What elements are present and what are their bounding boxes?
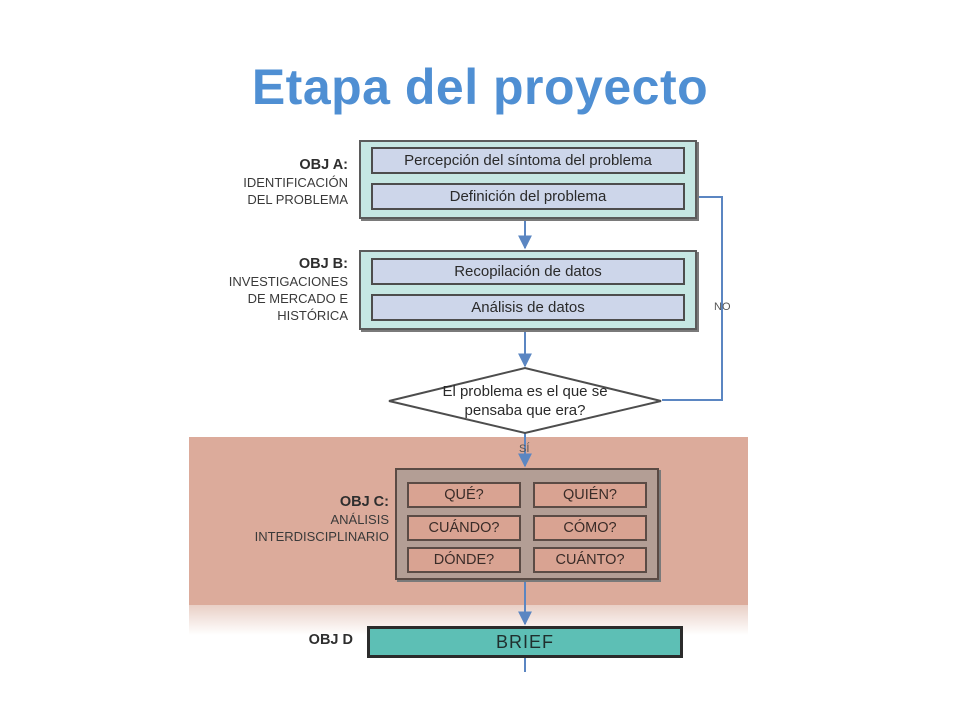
obj-c-code: OBJ C: xyxy=(339,494,389,510)
obj-a-group: Percepción del síntoma del problema Defi… xyxy=(359,140,697,219)
question-who: QUIÉN? xyxy=(533,482,647,508)
obj-d-label: OBJ D xyxy=(260,632,353,649)
question-when: CUÁNDO? xyxy=(407,515,521,541)
obj-b-line2: DE MERCADO E xyxy=(247,291,348,306)
step-definition: Definición del problema xyxy=(371,183,685,210)
question-how-much: CUÁNTO? xyxy=(533,547,647,573)
arrow-no-loop xyxy=(662,190,723,401)
obj-a-line1: IDENTIFICACIÓN xyxy=(243,175,348,190)
question-how: CÓMO? xyxy=(533,515,647,541)
step-data-analysis: Análisis de datos xyxy=(371,294,685,321)
page-title: Etapa del proyecto xyxy=(251,59,709,115)
obj-b-group: Recopilación de datos Análisis de datos xyxy=(359,250,697,330)
question-where: DÓNDE? xyxy=(407,547,521,573)
decision-diamond xyxy=(388,366,662,435)
branch-yes-label: SÍ xyxy=(519,443,530,455)
step-perception: Percepción del síntoma del problema xyxy=(371,147,685,174)
decision-question: El problema es el que se pensaba que era… xyxy=(400,382,650,420)
obj-c-label: OBJ C: ANÁLISIS INTERDISCIPLINARIO xyxy=(200,494,389,545)
obj-b-code: OBJ B: xyxy=(298,256,348,272)
obj-d-code: OBJ D xyxy=(308,632,353,648)
obj-b-line3: HISTÓRICA xyxy=(277,308,348,323)
obj-a-code: OBJ A: xyxy=(299,157,348,173)
decision-line2: pensaba que era? xyxy=(464,402,586,419)
obj-b-line1: INVESTIGACIONES xyxy=(228,274,348,289)
step-data-collection: Recopilación de datos xyxy=(371,258,685,285)
question-what: QUÉ? xyxy=(407,482,521,508)
brief-box: BRIEF xyxy=(367,626,683,658)
obj-b-label: OBJ B: INVESTIGACIONES DE MERCADO E HIST… xyxy=(180,256,348,324)
decision-line1: El problema es el que se xyxy=(442,383,608,400)
obj-c-line1: ANÁLISIS xyxy=(330,512,389,527)
obj-a-label: OBJ A: IDENTIFICACIÓN DEL PROBLEMA xyxy=(180,157,348,208)
obj-c-line2: INTERDISCIPLINARIO xyxy=(254,529,389,544)
branch-no-label: NO xyxy=(714,301,731,313)
obj-a-line2: DEL PROBLEMA xyxy=(247,192,348,207)
obj-c-group: QUÉ? QUIÉN? CUÁNDO? CÓMO? DÓNDE? CUÁNTO? xyxy=(395,468,659,580)
